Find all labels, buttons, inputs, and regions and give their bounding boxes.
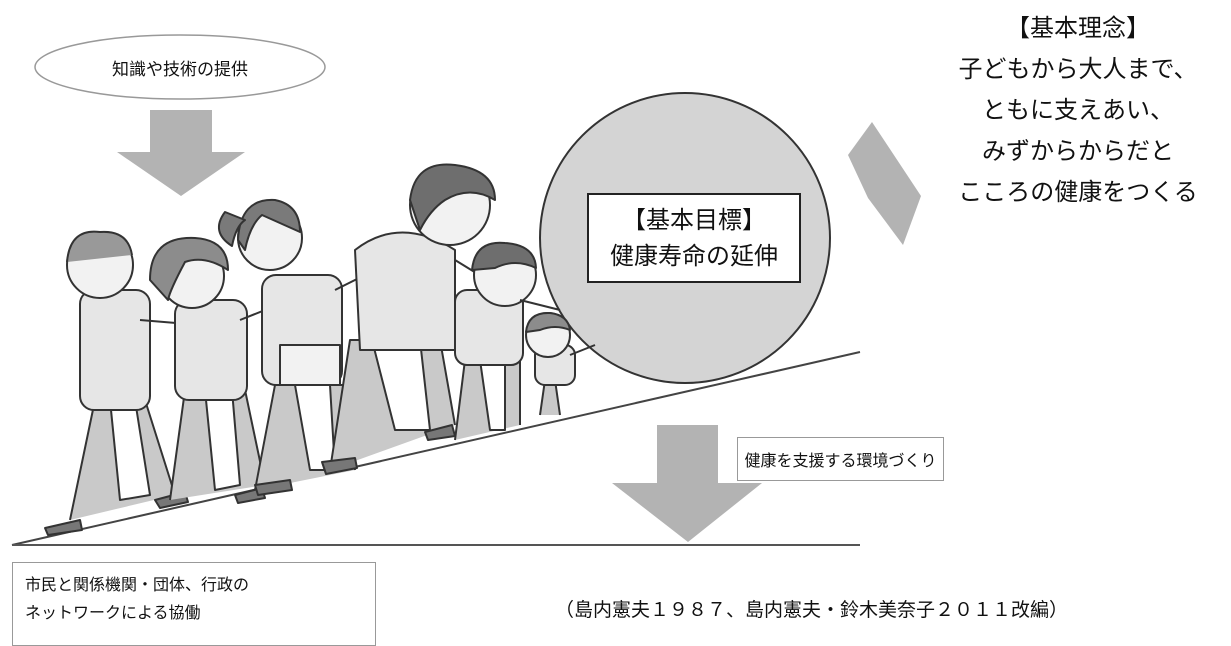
environment-text: 健康を支援する環境づくり (744, 451, 937, 470)
goal-heading: 【基本目標】 (622, 206, 766, 234)
person-father (321, 163, 521, 475)
person-toddler (525, 311, 596, 416)
support-ellipse-label: 知識や技術の提供 (35, 35, 325, 99)
support-ellipse (34, 34, 326, 100)
philosophy-line: 子どもから大人まで、 (958, 55, 1198, 83)
network-line-2: ネットワークによる協働 (25, 603, 201, 622)
person-grandfather (44, 230, 201, 536)
philosophy-line: ともに支えあい、 (982, 96, 1174, 124)
person-woman (217, 198, 396, 496)
support-ellipse-text: 知識や技術の提供 (112, 59, 248, 80)
philosophy-heading: 【基本理念】 (1006, 14, 1150, 42)
people-illustration (44, 163, 596, 536)
right-arrow (848, 122, 921, 245)
goal-box: 【基本目標】 健康寿命の延伸 (587, 193, 801, 283)
down-arrow-bottom (612, 425, 762, 542)
person-boy (454, 241, 561, 441)
slope-line (11, 351, 861, 546)
environment-box: 健康を支援する環境づくり (737, 437, 944, 481)
goal-text: 健康寿命の延伸 (610, 242, 778, 270)
citation: （島内憲夫１９８７、島内憲夫・鈴木美奈子２０１１改編） (555, 599, 1069, 621)
basic-philosophy: 【基本理念】 子どもから大人まで、 ともに支えあい、 みずからからだと こころの… (925, 8, 1231, 213)
philosophy-line: みずからからだと (982, 137, 1174, 165)
philosophy-line: こころの健康をつくる (958, 178, 1198, 206)
network-box: 市民と関係機関・団体、行政の ネットワークによる協働 (12, 562, 376, 646)
network-line-1: 市民と関係機関・団体、行政の (25, 575, 250, 594)
down-arrow-top (117, 110, 245, 196)
